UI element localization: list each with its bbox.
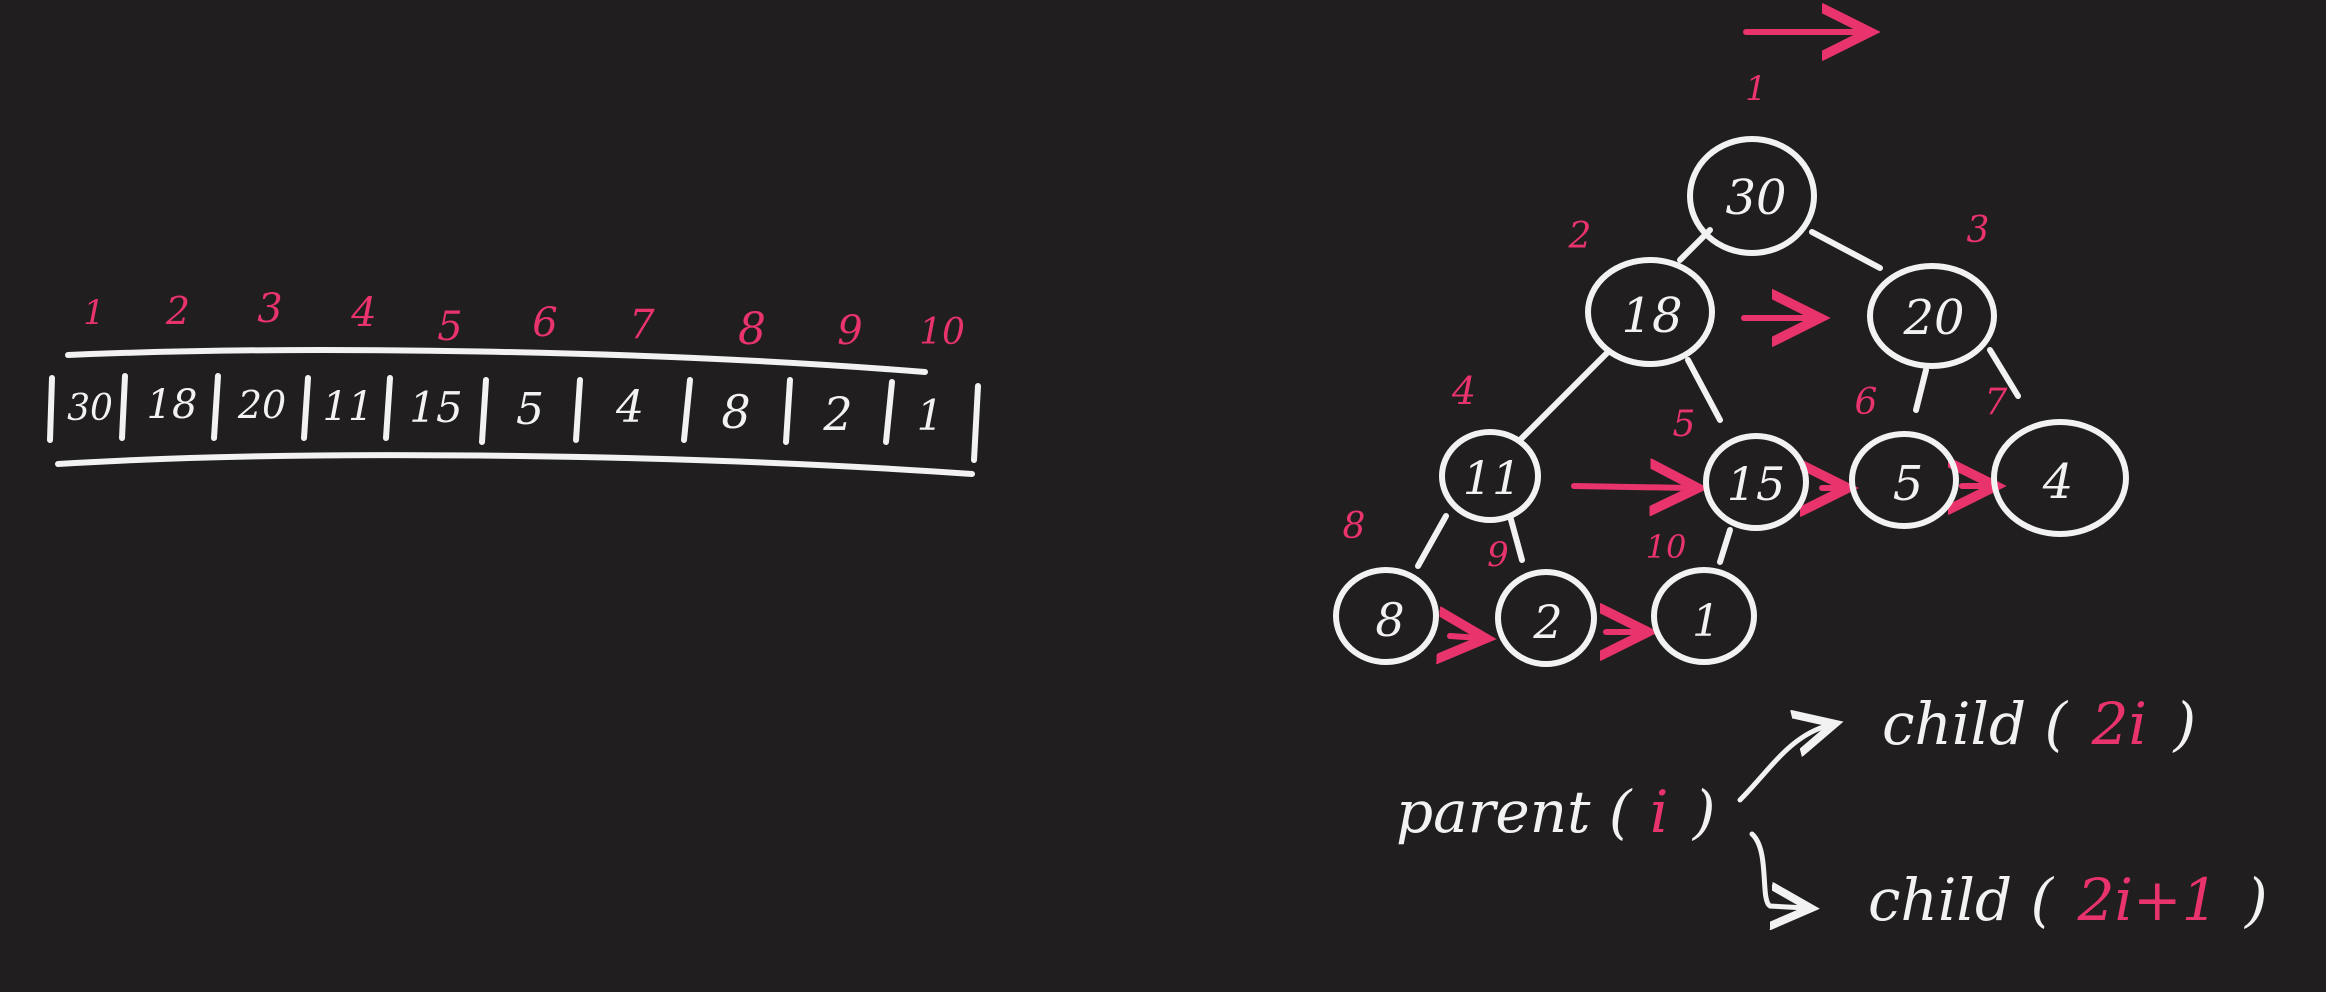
array-separators (47, 373, 981, 463)
node-index: 7 (1985, 382, 2008, 423)
parent-suffix: ) (1691, 778, 1716, 846)
array-value-8: 8 (721, 385, 750, 439)
array-value-4: 11 (323, 384, 374, 430)
array-value-5: 15 (409, 383, 462, 432)
edge-20-4 (1987, 347, 2021, 399)
tree-node-5: 15 5 (1673, 404, 1809, 531)
left-child-expr: 2i (2091, 690, 2147, 758)
right-child-suffix: ) (2243, 866, 2268, 934)
right-child-formula: child ( 2i+1 ) (1868, 866, 2268, 934)
parent-var: i (1650, 778, 1669, 846)
node-value: 11 (1463, 451, 1522, 505)
index-formula: parent ( i ) child ( 2i ) child ( 2i+1 ) (1396, 690, 2268, 934)
array-value-10: 1 (917, 391, 944, 440)
node-index: 2 (1568, 216, 1592, 257)
array-index-5: 5 (437, 304, 462, 350)
edge-18-11 (1517, 349, 1611, 443)
tree-node-4: 11 4 (1439, 369, 1541, 523)
left-child-prefix: child ( (1882, 690, 2069, 758)
node-circle (1495, 569, 1597, 667)
arrow-to-left-child (1737, 725, 1830, 803)
node-circle (1687, 136, 1817, 256)
node-value: 20 (1902, 290, 1964, 346)
array-value-3: 20 (237, 383, 286, 427)
node-value: 4 (2042, 454, 2074, 510)
node-value: 30 (1725, 170, 1786, 226)
node-index: 4 (1451, 369, 1476, 413)
left-child-formula: child ( 2i ) (1882, 690, 2196, 758)
array-index-9: 9 (837, 308, 862, 354)
array-index-2: 2 (165, 289, 190, 333)
tree-node-3: 20 3 (1867, 210, 1997, 369)
array-value-6: 5 (516, 384, 544, 435)
tree-edges (1415, 227, 2021, 569)
node-circle (1651, 567, 1757, 665)
node-circle (1703, 433, 1809, 531)
array-values: 30 18 20 11 15 5 4 8 2 1 (67, 382, 943, 441)
sibling-arrows (1450, 318, 1990, 638)
array-index-labels: 1 2 3 4 5 6 7 8 9 10 (83, 286, 965, 355)
node-index: 9 (1487, 535, 1509, 575)
array-index-4: 4 (350, 290, 376, 336)
node-circle (1867, 263, 1997, 369)
node-circle (1439, 429, 1541, 523)
array-top-line (65, 347, 928, 375)
array-value-2: 18 (147, 382, 198, 428)
array-index-7: 7 (629, 302, 655, 348)
tree-node-8: 8 8 (1333, 506, 1439, 665)
array-bottom-line (55, 452, 975, 477)
array-index-3: 3 (257, 286, 282, 332)
array-value-9: 2 (822, 387, 852, 441)
array-index-10: 10 (919, 312, 965, 353)
node-value: 18 (1621, 288, 1682, 344)
tree-node-6: 5 6 (1849, 382, 1959, 529)
node-value: 5 (1893, 456, 1924, 512)
node-circle (1991, 419, 2129, 537)
node-index: 1 (1745, 69, 1767, 109)
node-circle (1849, 431, 1959, 529)
tree-node-10: 1 10 (1646, 528, 1757, 665)
tree-node-9: 2 9 (1487, 535, 1597, 667)
left-child-suffix: ) (2171, 690, 2196, 758)
edge-30-20 (1809, 229, 1883, 271)
arrow-11-to-15 (1571, 486, 1692, 488)
node-index: 8 (1343, 506, 1366, 547)
node-value: 8 (1375, 593, 1404, 647)
node-value: 2 (1532, 595, 1562, 649)
node-circle (1585, 257, 1715, 367)
node-value: 15 (1727, 457, 1786, 511)
tree-node-2: 18 2 (1568, 216, 1715, 367)
parent-formula: parent ( i ) (1396, 778, 1716, 846)
array-index-1: 1 (83, 293, 105, 333)
right-child-expr: 2i+1 (2077, 866, 2219, 934)
node-index: 3 (1967, 210, 1990, 251)
right-child-prefix: child ( (1868, 866, 2055, 934)
node-index: 6 (1855, 382, 1878, 423)
edge-11-8 (1415, 513, 1449, 569)
array-value-7: 4 (615, 382, 644, 433)
parent-prefix: parent ( (1396, 778, 1633, 846)
tree-node-1: 30 1 (1687, 69, 1817, 256)
tree-node-7: 4 7 (1985, 382, 2129, 537)
edge-18-15 (1685, 357, 1723, 423)
node-value: 1 (1692, 596, 1720, 647)
node-circle (1333, 567, 1439, 665)
array-value-1: 30 (67, 388, 113, 429)
edge-11-2 (1507, 513, 1525, 563)
array-index-8: 8 (738, 304, 766, 355)
arrow-8-to-2 (1450, 636, 1480, 638)
edge-15-1 (1717, 527, 1733, 565)
heap-tree: 30 1 18 2 20 3 11 4 15 5 5 6 (1333, 32, 2129, 667)
node-index: 5 (1673, 404, 1696, 445)
array-index-6: 6 (532, 300, 557, 346)
node-index: 10 (1646, 528, 1687, 566)
edge-20-5 (1913, 367, 1929, 413)
heap-array: 1 2 3 4 5 6 7 8 9 10 30 18 20 11 15 5 4 … (47, 286, 981, 477)
arrow-to-right-child (1749, 831, 1806, 908)
